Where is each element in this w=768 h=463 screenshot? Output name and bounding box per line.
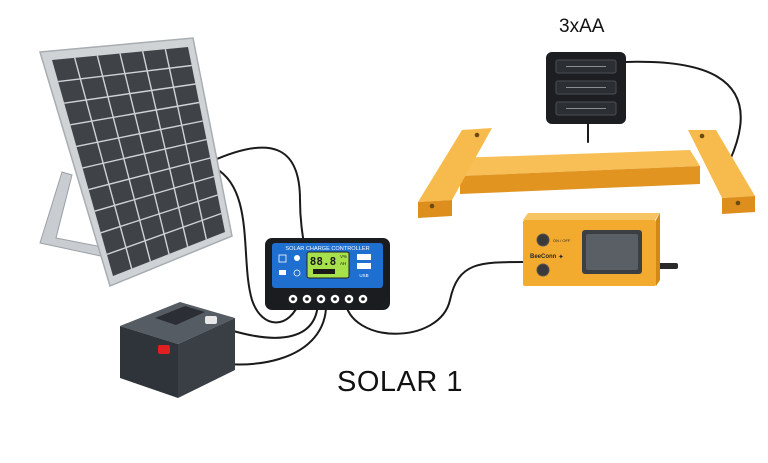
- terminal-screw-head: [305, 297, 309, 301]
- stand-crossbar-top: [455, 150, 700, 176]
- device-antenna: [656, 263, 678, 269]
- stand-right-foot-top: [688, 130, 755, 198]
- switch-label: ON / OFF: [553, 238, 571, 243]
- aa-cells: [555, 59, 617, 116]
- controller-header: SOLAR CHARGE CONTROLLER: [285, 246, 369, 252]
- terminal-screw-head: [347, 297, 351, 301]
- terminal-screw-head: [333, 297, 337, 301]
- terminal-screw-head: [291, 297, 295, 301]
- power-button: [536, 233, 550, 247]
- panel-grid-line: [58, 64, 192, 83]
- device-knob: [536, 263, 550, 277]
- aa-wire-1: [625, 60, 742, 161]
- stand-right-hole-1: [699, 133, 705, 139]
- panel-grid-line: [100, 194, 218, 234]
- stand-right-hole-2: [735, 200, 741, 206]
- stand-left-hole-1: [474, 132, 480, 138]
- battery-handle: [155, 306, 205, 325]
- beeconn-device: ON / OFF BeeConn ✦: [523, 213, 678, 286]
- battery: [120, 302, 235, 398]
- panel-cell-grid: [58, 49, 222, 269]
- battery-side: [178, 318, 235, 398]
- usb-label: USB: [359, 273, 368, 278]
- usb-port-1: [357, 254, 371, 260]
- orange-stand: [418, 128, 755, 218]
- panel-wire-2: [214, 167, 301, 324]
- charge-controller: SOLAR CHARGE CONTROLLER 88.8 V% AH USB: [265, 238, 390, 310]
- terminal-screw-head: [361, 297, 365, 301]
- stand-crossbar-front: [460, 166, 700, 194]
- battery-status-icon: [279, 270, 286, 275]
- lcd-unit-bottom: AH: [340, 261, 346, 266]
- battery-terminal-negative: [205, 316, 217, 324]
- panel-grid-line: [94, 175, 215, 212]
- lcd-reading: 88.8: [310, 255, 337, 268]
- panel-grid-line: [70, 101, 200, 126]
- solar-panel: [39, 37, 233, 288]
- panel-grid-line: [88, 157, 211, 191]
- sun-status-icon: [294, 255, 300, 261]
- panel-status-icon: [278, 254, 287, 263]
- stand-left-foot-front: [418, 200, 452, 218]
- battery-terminal-positive: [158, 345, 170, 354]
- device-brand: BeeConn: [530, 254, 557, 260]
- bee-logo-icon: ✦: [558, 253, 564, 261]
- battery-wire-1: [229, 299, 319, 339]
- aa-battery-pack: [546, 52, 626, 124]
- panel-grid-line: [82, 138, 207, 169]
- lcd-bar-icon: [313, 269, 335, 274]
- controller-terminals: [288, 294, 368, 304]
- panel-grid-line: [76, 120, 203, 148]
- terminal-screw-head: [319, 297, 323, 301]
- panel-grid-line: [64, 83, 196, 104]
- device-wire: [344, 261, 524, 335]
- stand-left-hole-2: [429, 203, 435, 209]
- usb-port-2: [357, 263, 371, 269]
- device-screen: [586, 234, 638, 270]
- battery-front: [120, 326, 178, 398]
- load-status-icon: [293, 269, 301, 277]
- battery-pack-label: 3xAA: [559, 16, 605, 37]
- system-title: SOLAR 1: [337, 366, 463, 398]
- panel-grid-line: [106, 212, 222, 256]
- device-top: [523, 213, 660, 220]
- device-side: [656, 213, 660, 286]
- lcd-unit-top: V%: [340, 254, 347, 259]
- stand-left-foot-top: [418, 128, 492, 202]
